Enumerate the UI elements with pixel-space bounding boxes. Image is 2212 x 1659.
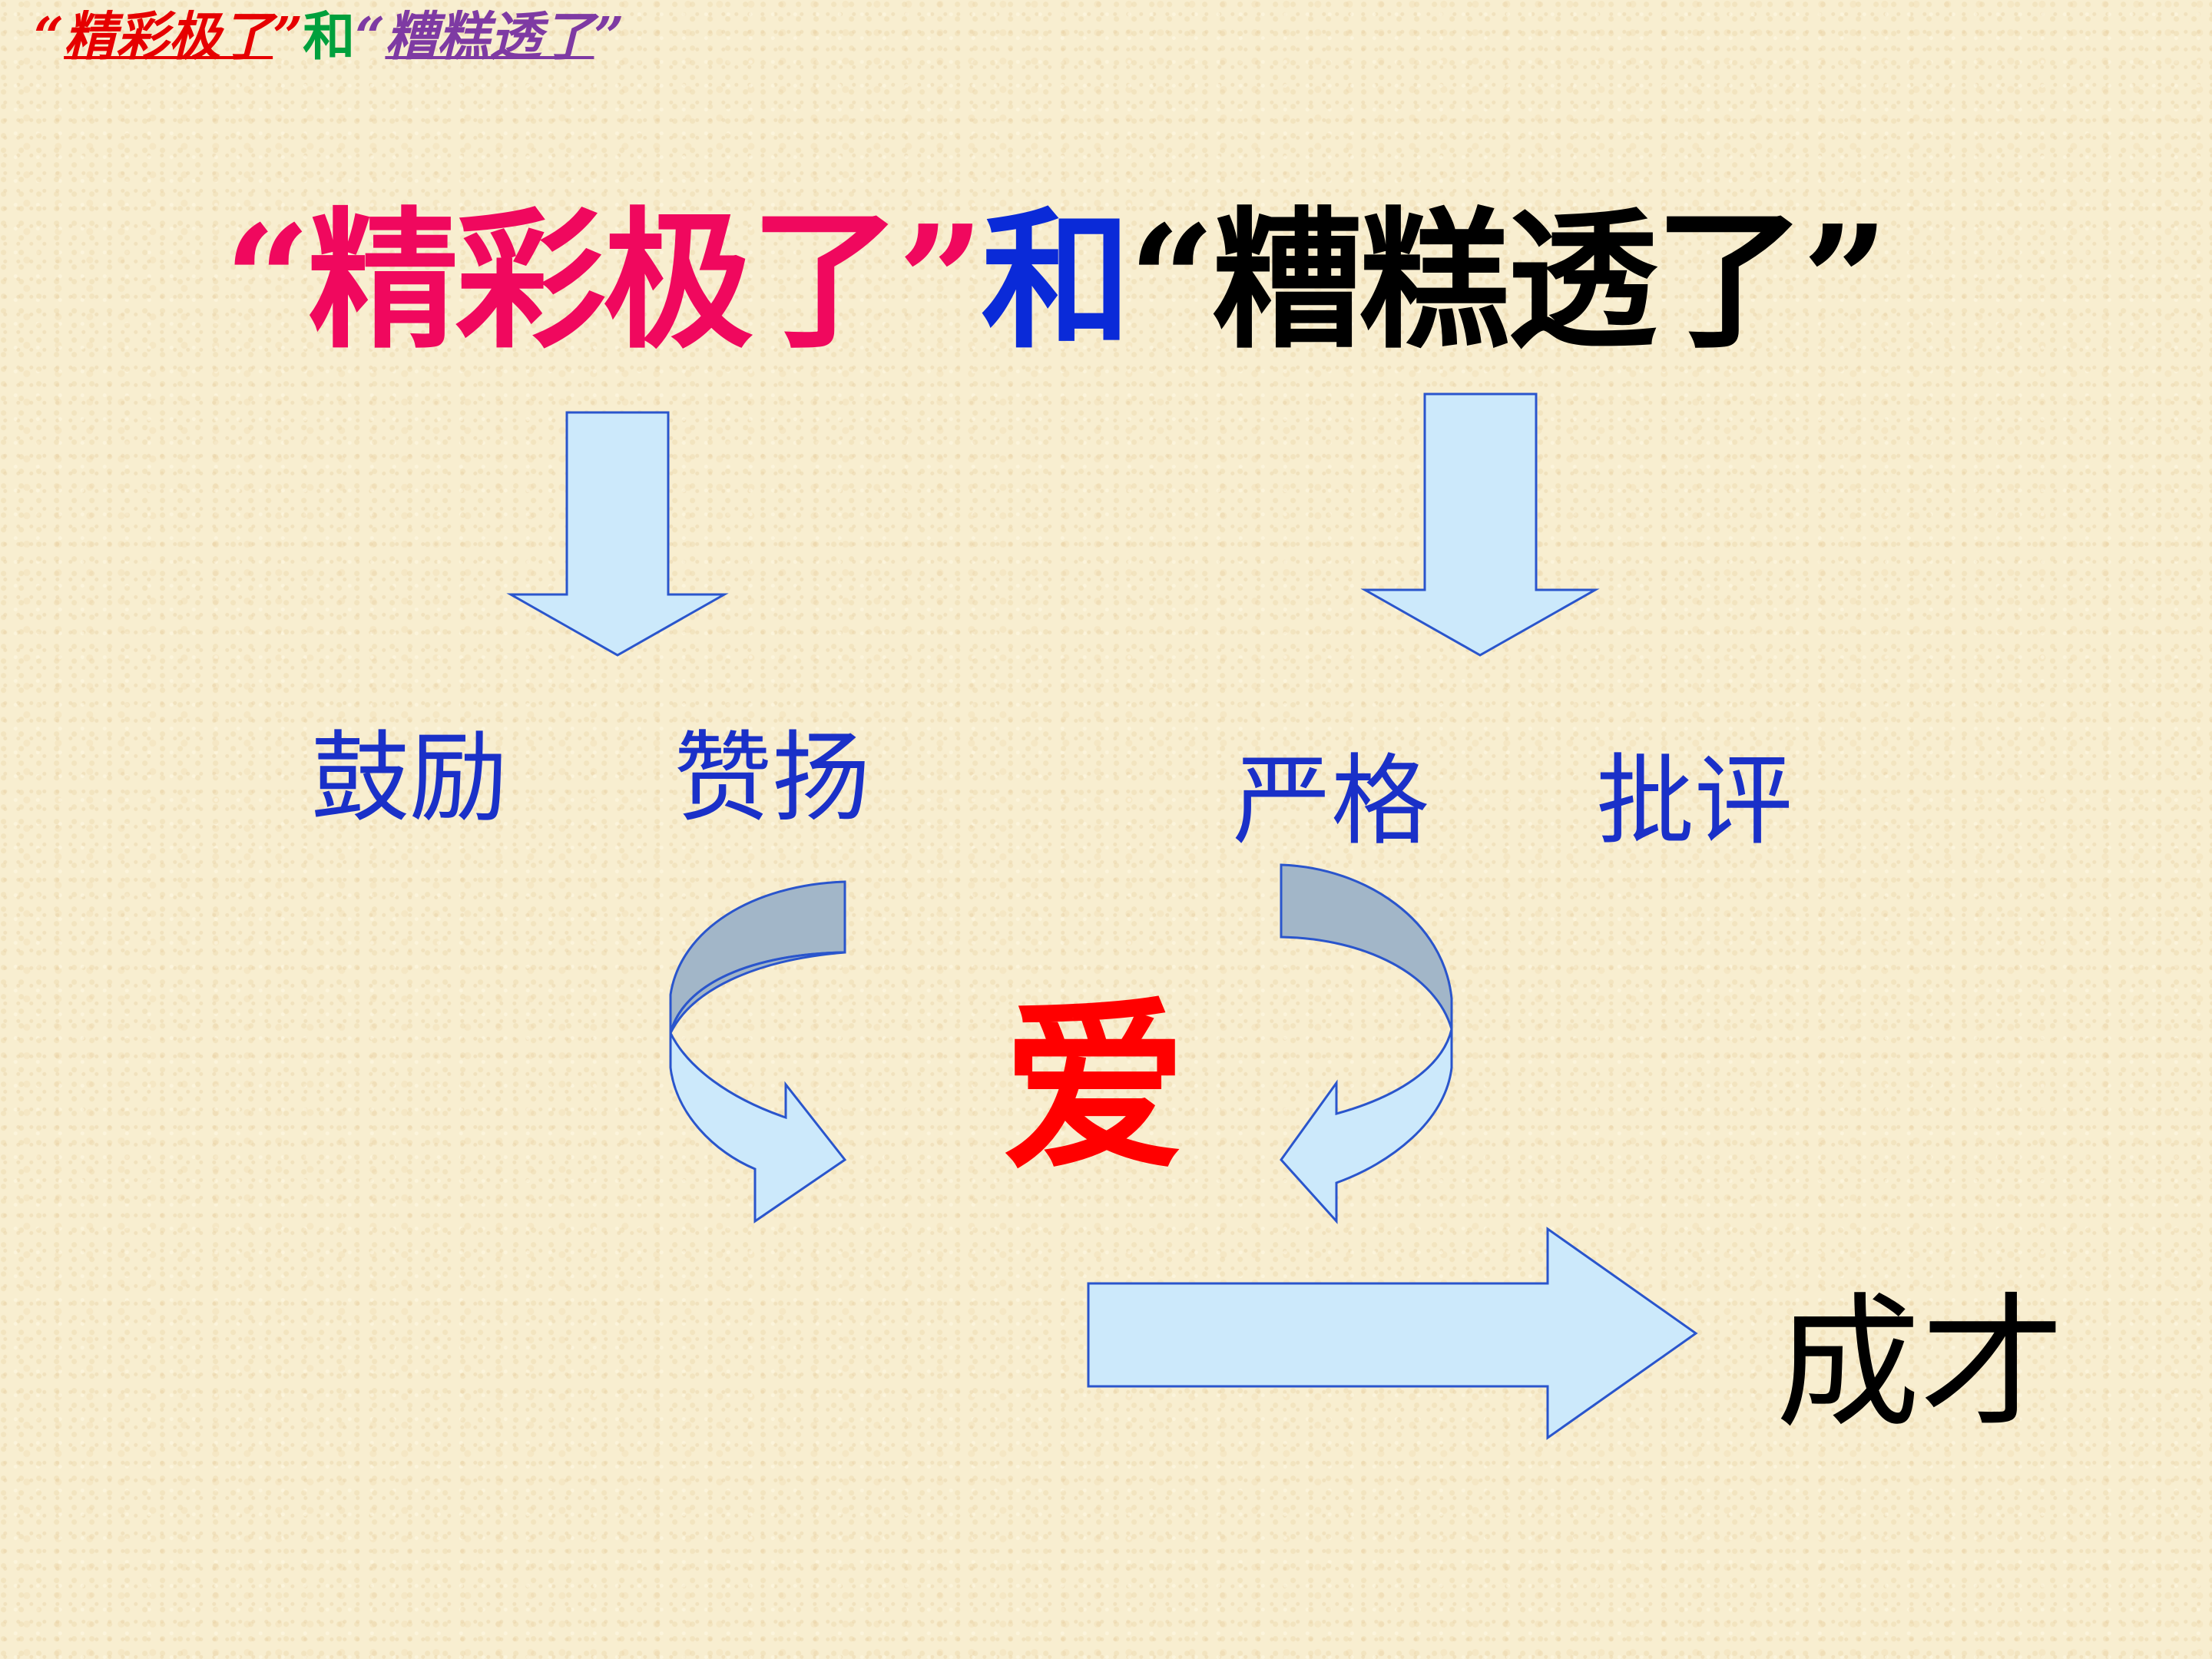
result-success: 成才 (1776, 1280, 2065, 1448)
term-strict: 严格 (1233, 744, 1430, 859)
curved-arrow-left (669, 880, 847, 1224)
header-quote-close-1: ” (273, 6, 303, 68)
title-phrase-terrible: “糟糕透了” (1128, 193, 1889, 369)
header-quote-open-1: “ (34, 6, 65, 68)
main-title: “精彩极了”和“糟糕透了” (224, 206, 1889, 356)
result-arrow (1087, 1227, 1698, 1440)
header-quote-open-2: “ (355, 6, 386, 68)
header-link[interactable]: “精彩极了”和“糟糕透了” (34, 11, 624, 63)
header-phrase-terrible[interactable]: 糟糕透了 (385, 6, 594, 68)
center-love: 爱 (1002, 979, 1187, 1195)
term-encourage: 鼓励 (311, 721, 508, 836)
curved-arrow-right (1280, 863, 1453, 1224)
down-arrow-right (1360, 392, 1600, 657)
term-praise: 赞扬 (674, 721, 871, 836)
down-arrow-left (506, 411, 729, 657)
title-phrase-wonderful: “精彩极了” (224, 193, 984, 369)
term-criticize: 批评 (1596, 744, 1793, 859)
title-conjunction: 和 (981, 193, 1131, 369)
header-phrase-wonderful[interactable]: 精彩极了 (64, 6, 273, 68)
header-quote-close-2: ” (594, 6, 624, 68)
header-conjunction: 和 (303, 6, 356, 68)
